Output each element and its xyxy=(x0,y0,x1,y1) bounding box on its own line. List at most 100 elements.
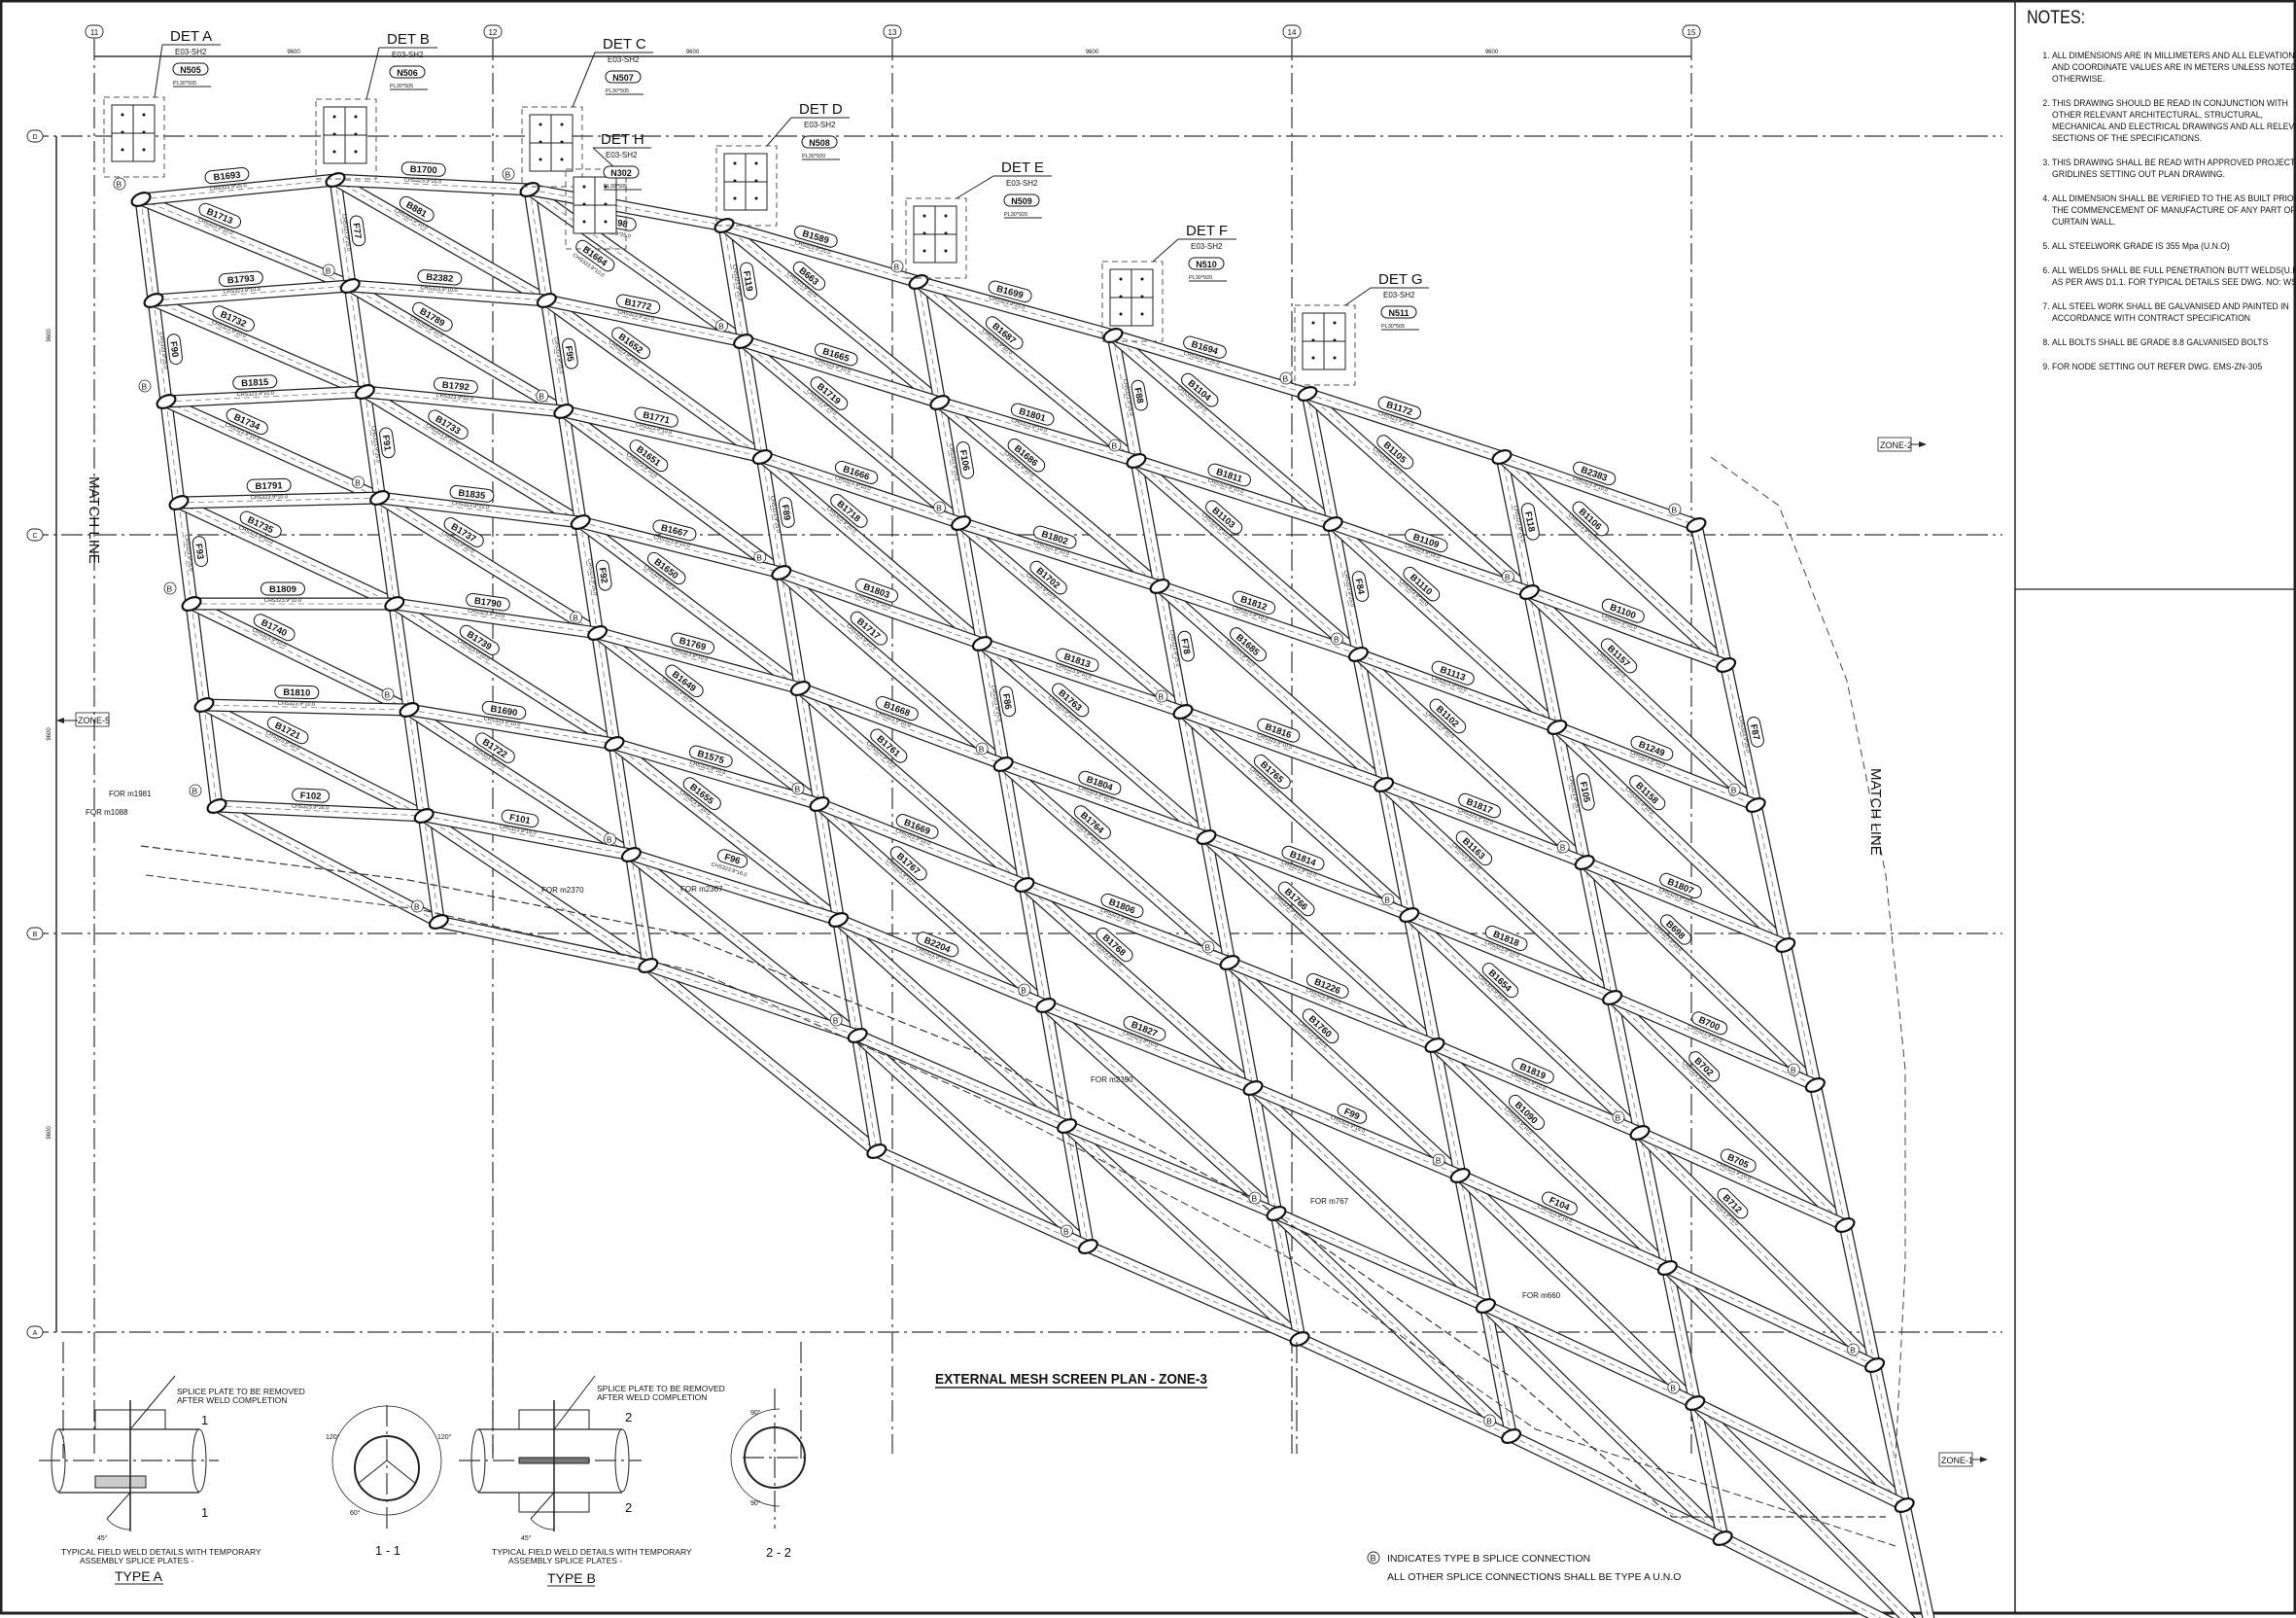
vertical-member-centerline xyxy=(1275,1213,1301,1340)
node-connection xyxy=(1035,998,1057,1013)
node-connection xyxy=(1656,1260,1678,1276)
node-id: N510 xyxy=(1196,260,1217,269)
leader-line xyxy=(572,52,596,108)
vertical-member-centerline xyxy=(1112,334,1137,462)
dimension-label: 9600 xyxy=(686,50,700,55)
bolt xyxy=(604,202,608,206)
node-id: N511 xyxy=(1388,308,1409,318)
diagonal-member-centerline xyxy=(1205,836,1436,1046)
grid-column-label: 14 xyxy=(1288,28,1297,37)
node-connection xyxy=(384,596,405,612)
member-tag xyxy=(1403,566,1441,602)
horizontal-member-centerline xyxy=(613,743,820,805)
vertical-member-centerline xyxy=(1205,836,1231,964)
vertical-member-centerline xyxy=(365,391,380,499)
node-connection xyxy=(620,847,642,862)
diagonal-member-centerline xyxy=(1135,460,1359,655)
horizontal-member-centerline xyxy=(1584,862,1786,946)
member-id: F77 xyxy=(350,223,363,240)
for-note: FOR m1088 xyxy=(86,808,128,817)
member-tag xyxy=(850,611,887,646)
member-id: B1792 xyxy=(441,380,470,394)
member-tag xyxy=(1205,500,1243,535)
vertical-member-fill xyxy=(541,299,569,412)
vertical-member-centerline xyxy=(1002,763,1026,886)
member-tag xyxy=(1688,1051,1721,1082)
grid-column-label: 11 xyxy=(90,28,99,37)
diagonal-member-fill xyxy=(151,296,367,397)
member-id: B1810 xyxy=(283,687,310,699)
vertical-member-centerline xyxy=(1024,884,1047,1006)
horizontal-member-centerline xyxy=(647,965,858,1037)
bolt xyxy=(1119,295,1123,299)
member-section: CHS323.9*10.0 xyxy=(223,287,261,296)
node-id: N506 xyxy=(397,68,418,78)
horizontal-member-centerline xyxy=(818,803,1026,886)
member-id: B1835 xyxy=(458,488,487,502)
splice-type-b-symbol: B xyxy=(936,504,942,513)
notes-list: ALL DIMENSIONS ARE IN MILLIMETERS AND AL… xyxy=(2027,51,2296,373)
node-connection xyxy=(1491,449,1513,465)
vertical-member-centerline xyxy=(1501,456,1530,593)
splice-marker-circle xyxy=(1668,503,1682,516)
member-tag xyxy=(615,294,661,314)
leader-line xyxy=(592,147,617,170)
diagonal-member-centerline xyxy=(1501,456,1726,666)
member-section: CHS323.9*25.0 xyxy=(369,426,380,464)
horizontal-member-centerline xyxy=(546,299,744,342)
vertical-member-centerline xyxy=(960,522,983,645)
splice-type-b-marker: B xyxy=(1201,940,1215,954)
vertical-member-centerline xyxy=(203,704,218,807)
vertical-member-centerline xyxy=(1556,726,1585,863)
diagonal-member-centerline xyxy=(800,687,1026,886)
note-item: THIS DRAWING SHALL BE READ WITH APPROVED… xyxy=(2052,158,2296,181)
member-tag xyxy=(1183,335,1227,359)
member-id: F78 xyxy=(1178,638,1192,655)
splice-type-b-symbol: B xyxy=(1112,441,1118,451)
splice-note: SPLICE PLATE TO BE REMOVED xyxy=(597,1384,725,1393)
diagonal-member-centerline xyxy=(1459,1175,1696,1404)
grid-bubble xyxy=(85,24,104,39)
vertical-member-centerline xyxy=(761,456,783,574)
member-tag xyxy=(1305,972,1349,999)
member-section: CHS323.9*25.0 xyxy=(586,558,598,596)
diagonal-member-centerline xyxy=(647,965,878,1152)
bolt xyxy=(560,140,564,144)
splice-type-b-marker: B xyxy=(1155,689,1168,703)
diagonal-member-centerline xyxy=(1252,1087,1486,1307)
member-id: B1690 xyxy=(490,704,518,719)
leader-line xyxy=(1152,238,1179,263)
node-connection xyxy=(369,490,391,506)
horizontal-member-centerline xyxy=(1182,711,1384,786)
splice-marker-circle xyxy=(536,389,549,403)
horizontal-member-centerline xyxy=(1722,1537,1882,1618)
member-tag xyxy=(595,559,612,591)
horizontal-member-centerline xyxy=(394,603,598,634)
horizontal-member-centerline xyxy=(838,919,1046,1006)
member-section: CHS323.9*25.0 xyxy=(183,534,193,572)
node-connection xyxy=(428,914,449,930)
member-tag xyxy=(834,460,879,484)
member-id: F105 xyxy=(1578,781,1592,804)
diagonal-member-centerline xyxy=(1485,1305,1723,1539)
diagonal-member-centerline xyxy=(1694,1402,1908,1618)
node-connection xyxy=(929,395,951,410)
horizontal-member-centerline xyxy=(1003,763,1207,838)
member-id: F87 xyxy=(1748,723,1761,741)
member-section: CHS323.9*10.0 xyxy=(264,598,301,604)
top-chord-member-centerline xyxy=(1501,456,1697,526)
horizontal-member-centerline xyxy=(982,643,1184,713)
splice-type-b-symbol: B xyxy=(1063,1227,1069,1237)
horizontal-member-centerline xyxy=(408,709,615,745)
zone-2-marker: ZONE-2 xyxy=(1877,437,1927,452)
member-tag xyxy=(501,809,539,828)
splice-type-b-marker: B xyxy=(890,260,904,273)
node-connection xyxy=(206,798,227,814)
horizontal-member-centerline xyxy=(424,815,632,856)
for-note: FOR m2370 xyxy=(541,886,584,895)
